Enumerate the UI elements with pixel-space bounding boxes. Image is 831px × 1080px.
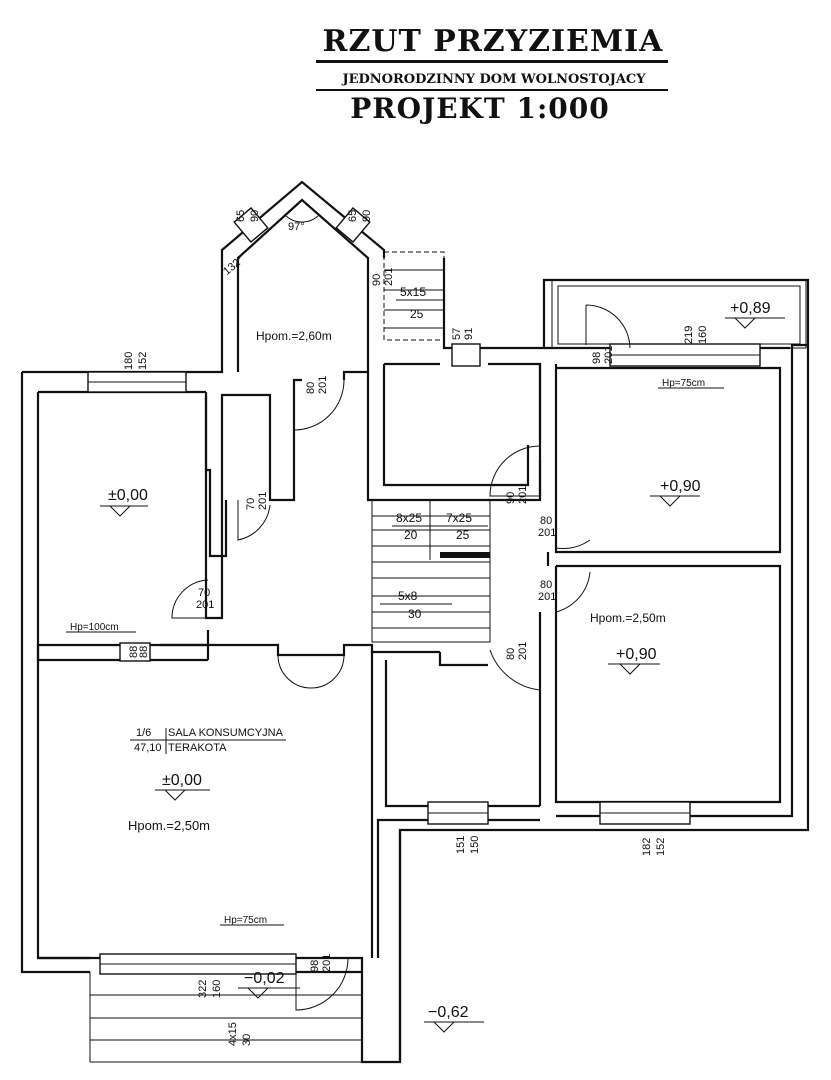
stairs-central <box>371 499 491 643</box>
dim-win-mid-top-a: 57 <box>451 328 463 340</box>
dim-door-wc-a: 90 <box>505 492 517 504</box>
dim-door-lower-mid-b: 201 <box>517 642 529 660</box>
plan-scale: PROJEKT 1:000 <box>350 92 610 125</box>
level-left-room: ±0,00 <box>108 487 148 504</box>
dim-win-lower-mid-b: 150 <box>469 836 481 854</box>
dim-door-closet-b: 201 <box>257 492 269 510</box>
dim-stair-b-a: 7x25 <box>446 511 472 525</box>
sill-left-room: Hp=100cm <box>70 622 119 633</box>
dim-door-wc-b: 201 <box>517 486 529 504</box>
dim-stair-top-b: 25 <box>410 307 424 321</box>
dim-stair-entrance-b: 30 <box>241 1034 253 1046</box>
sala-floor: TERAKOTA <box>168 742 227 754</box>
dim-win-sala-b: 160 <box>211 980 223 998</box>
level-sala: ±0,00 <box>162 772 202 789</box>
sala-label: 1/6 SALA KONSUMCYJNA 47,10 TERAKOTA <box>130 727 286 754</box>
dim-door-terrace-a: 98 <box>591 352 603 364</box>
doors <box>171 304 631 1011</box>
dim-bay-left-a: 65 <box>235 210 247 222</box>
dim-door-closet-a: 70 <box>245 498 257 510</box>
dim-win-lower-right-b: 152 <box>655 838 667 856</box>
dim-win-small-left-b: 88 <box>138 646 150 658</box>
angle-top: 97° <box>288 221 305 233</box>
sala-name: SALA KONSUMCYJNA <box>168 727 284 739</box>
dim-door-lower-mid-a: 80 <box>505 648 517 660</box>
sala-area: 47,10 <box>134 742 162 754</box>
dim-win-left-top-a: 180 <box>123 352 135 370</box>
stairs-entrance <box>89 972 400 1063</box>
level-entrance: −0,02 <box>244 970 285 987</box>
dim-stair-c-a: 5x8 <box>398 589 418 603</box>
dim-win-lower-mid-a: 151 <box>455 836 467 854</box>
dim-door-lower-right-b: 201 <box>538 591 556 603</box>
dim-win-right-top-b: 160 <box>697 326 709 344</box>
room-height-lower-right: Hpom.=2,50m <box>590 611 666 625</box>
plan-subtitle: JEDNORODZINNY DOM WOLNOSTOJACY <box>342 72 646 87</box>
dim-stair-entrance-a: 4x15 <box>227 1022 239 1046</box>
dim-door-upper-right-b: 201 <box>538 527 556 539</box>
room-height-sala: Hpom.=2,50m <box>128 818 210 833</box>
dim-win-sala-a: 322 <box>197 980 209 998</box>
dim-stair-top-a: 5x15 <box>400 285 426 299</box>
dim-door-left-room-a: 70 <box>198 587 210 599</box>
dim-door-upper-right-a: 80 <box>540 515 552 527</box>
dim-door-bay-a: 80 <box>305 382 317 394</box>
level-outside: −0,62 <box>428 1004 469 1021</box>
stair-dimension-labels: 5x15 25 8x25 20 7x25 25 5x8 30 <box>380 285 488 621</box>
dim-stair-a-b: 20 <box>404 528 418 542</box>
subtitle-underline <box>316 89 668 91</box>
dim-win-left-top-b: 152 <box>137 352 149 370</box>
dim-win-lower-right-a: 182 <box>641 838 653 856</box>
angle-left: 132° <box>221 254 246 278</box>
dim-door-left-room-b: 201 <box>196 599 214 611</box>
dim-bay-left-b: 90 <box>249 210 261 222</box>
dim-win-right-top-a: 219 <box>683 326 695 344</box>
dim-door-bay-b: 201 <box>317 376 329 394</box>
plan-title: RZUT PRZYZIEMIA <box>322 24 664 59</box>
title-underline <box>316 60 668 63</box>
dim-stair-a-a: 8x25 <box>396 511 422 525</box>
room-height-bay: Hpom.=2,60m <box>256 329 332 343</box>
level-terrace: +0,89 <box>730 300 771 317</box>
dim-bay-right-b: 90 <box>361 210 373 222</box>
dim-door-terrace-b: 201 <box>603 346 615 364</box>
dim-win-mid-top-b: 91 <box>463 328 475 340</box>
dimension-labels: 180 152 65 90 65 90 90 201 57 91 219 160… <box>123 210 709 1046</box>
stairs-top <box>383 251 445 341</box>
sill-upper-right: Hp=75cm <box>662 378 705 389</box>
dim-door-sala-a: 98 <box>309 960 321 972</box>
level-markers <box>100 317 785 1033</box>
dim-win-small-left-a: 88 <box>128 646 140 658</box>
dim-stair-b-b: 25 <box>456 528 470 542</box>
dim-door-sala-b: 201 <box>321 954 333 972</box>
windows <box>87 206 761 975</box>
dim-stair-top-door-a: 90 <box>371 274 383 286</box>
dim-door-lower-right-a: 80 <box>540 579 552 591</box>
level-upper-right: +0,90 <box>660 478 701 495</box>
dim-stair-c-b: 30 <box>408 607 422 621</box>
sill-sala: Hp=75cm <box>224 915 267 926</box>
dim-bay-right-a: 65 <box>347 210 359 222</box>
level-lower-right: +0,90 <box>616 646 657 663</box>
sala-number: 1/6 <box>136 727 151 739</box>
dim-stair-top-door-b: 201 <box>383 268 395 286</box>
